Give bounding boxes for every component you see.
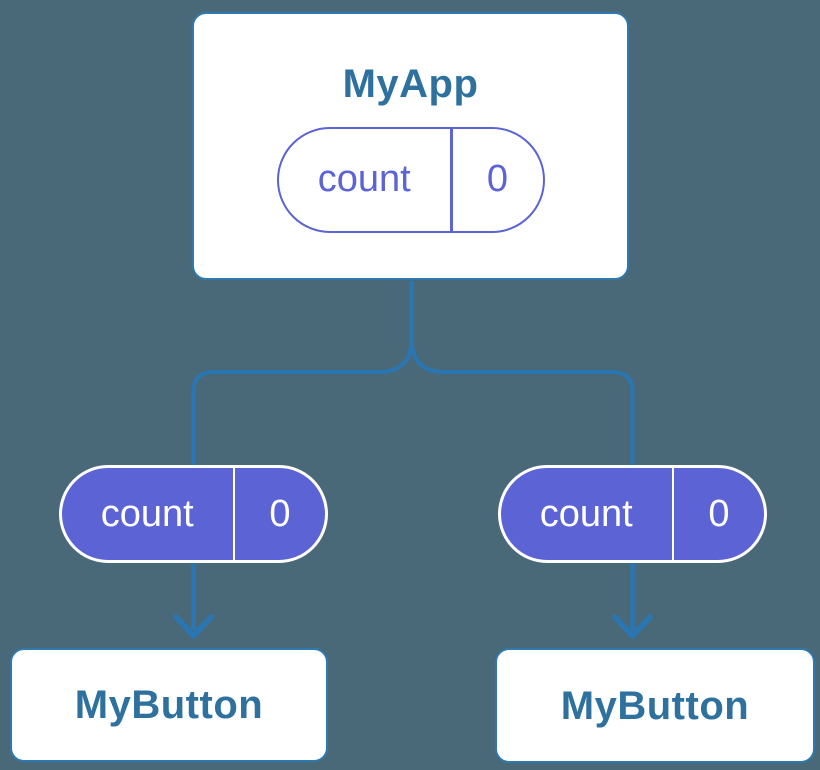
arrow-down-left-icon [173,614,214,639]
state-key-label: count [100,492,194,535]
node-mybutton-left: MyButton [10,648,328,762]
state-key-label: count [317,158,411,200]
state-key-label: count [539,492,633,535]
node-myapp: MyApp count 0 [192,12,629,280]
pill-divider [450,128,453,231]
node-mybutton-title: MyButton [74,683,264,727]
state-pill-root: count 0 [276,126,545,233]
node-myapp-title: MyApp [342,61,479,106]
arrow-down-right-icon [612,614,653,639]
state-value-label: 0 [708,492,730,535]
pill-divider [232,468,235,560]
state-value-label: 0 [486,158,509,200]
fork-connector-left [191,281,414,466]
state-pill-left: count 0 [59,465,328,563]
fork-connector-right [409,281,635,466]
pill-divider [671,468,674,560]
state-value-label: 0 [269,492,291,535]
node-mybutton-right: MyButton [495,648,815,763]
state-pill-right: count 0 [498,465,767,563]
node-mybutton-title: MyButton [560,683,750,728]
